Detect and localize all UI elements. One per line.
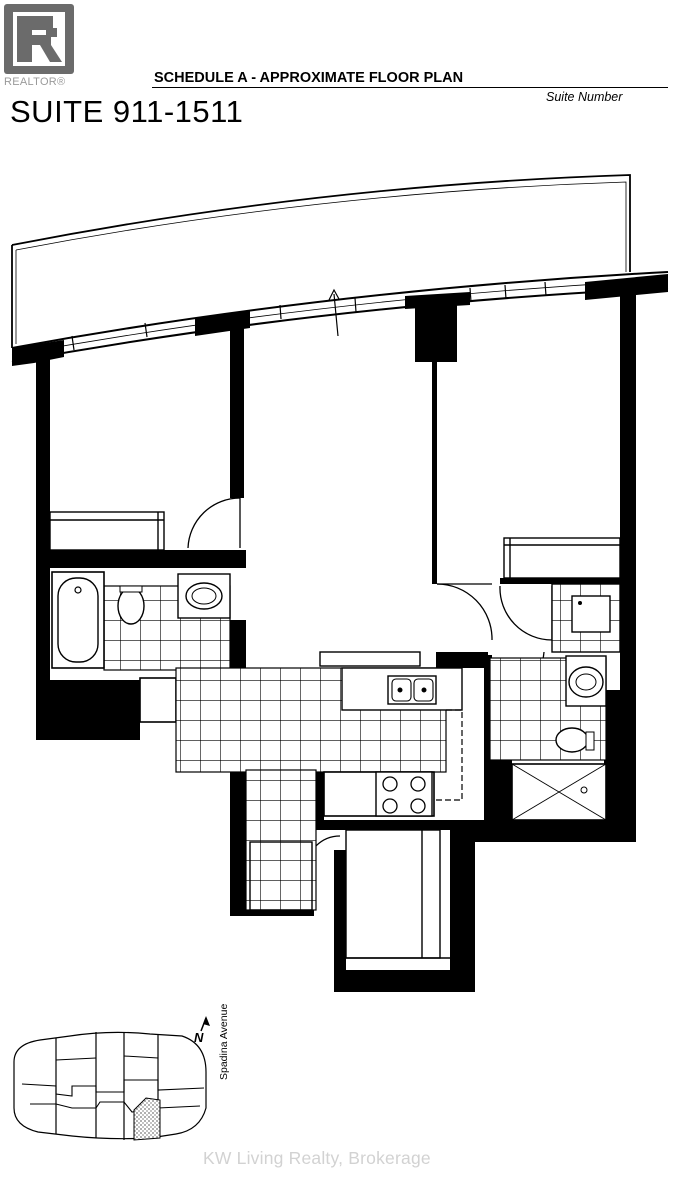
toilet <box>117 587 145 625</box>
north-arrow-icon <box>200 1016 210 1032</box>
foyer-closet <box>249 829 450 959</box>
brokerage-watermark: KW Living Realty, Brokerage <box>203 1148 431 1168</box>
realtor-logo-mark <box>4 4 74 74</box>
closet-right <box>503 537 621 579</box>
entry-arrow <box>328 288 340 337</box>
right-bathroom <box>489 655 607 821</box>
realtor-logo: REALTOR® <box>4 4 74 90</box>
highlighted-unit <box>133 1097 161 1141</box>
linen-closet <box>139 677 177 723</box>
suite-title: SUITE 911-1511 <box>10 94 244 129</box>
kitchen-sink <box>387 675 437 705</box>
north-compass: N <box>190 1016 216 1050</box>
schedule-title: SCHEDULE A - APPROXIMATE FLOOR PLAN <box>154 70 464 86</box>
suite-number-label: Suite Number <box>546 90 623 104</box>
laundry-closet <box>551 583 621 653</box>
left-bathroom <box>51 571 231 671</box>
window-wall <box>11 271 669 363</box>
realtor-badge-text: REALTOR® <box>4 76 66 88</box>
street-label: Spadina Avenue <box>218 1003 230 1080</box>
balcony <box>11 174 631 348</box>
title-divider <box>152 87 668 88</box>
toilet-right <box>555 727 589 753</box>
closet-left <box>49 511 165 551</box>
kitchen-counter <box>319 651 463 817</box>
north-label: N <box>194 1030 204 1045</box>
key-plan <box>13 1031 207 1141</box>
